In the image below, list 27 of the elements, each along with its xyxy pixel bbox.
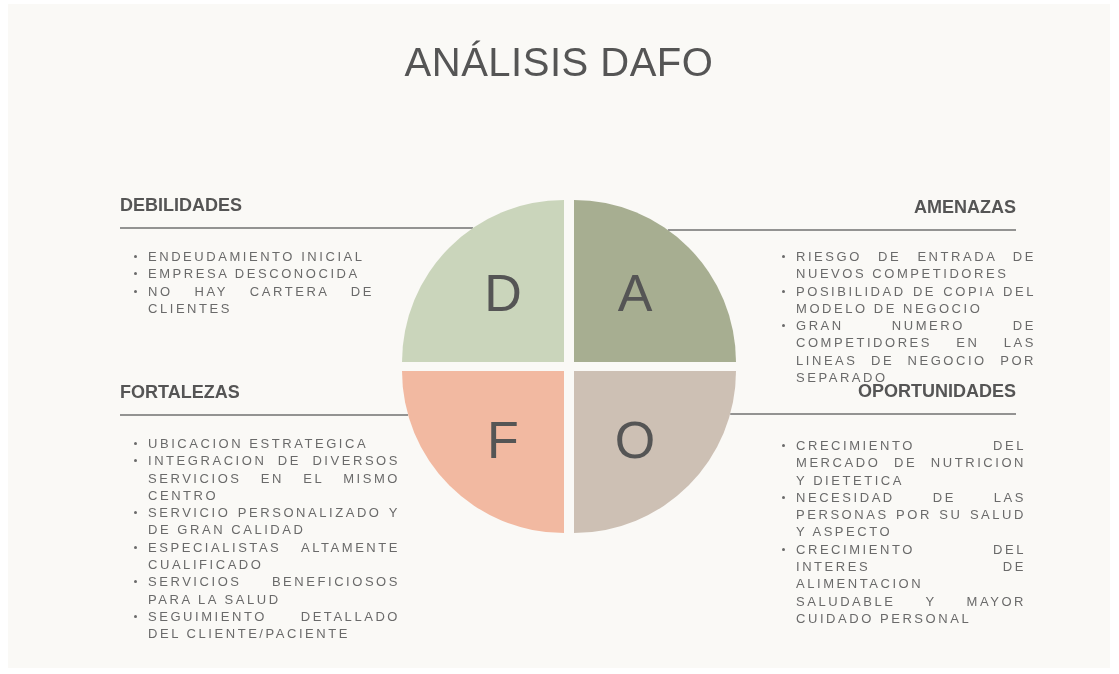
title: ANÁLISIS DAFO: [403, 40, 715, 85]
quadrant-letter: O: [614, 414, 656, 466]
section-heading: AMENAZAS: [914, 196, 1016, 218]
bullet-item: INTEGRACION DE DIVERSOS SERVICIOS EN EL MISMO CENTRO: [148, 452, 400, 505]
section-heading: DEBILIDADES: [120, 194, 242, 216]
quadrant-letter: D: [484, 267, 522, 319]
bullet-item: EMPRESA DESCONOCIDA: [148, 265, 361, 283]
bullet-item: ENDEUDAMIENTO INICIAL: [148, 248, 366, 266]
bullet-item: POSIBILIDAD DE COPIA DEL MODELO DE NEGOCIO: [796, 282, 1036, 318]
bullet-item: SERVICIO PERSONALIZADO Y DE GRAN CALIDAD: [148, 504, 400, 539]
section-heading: FORTALEZAS: [120, 381, 240, 403]
bullet-item: SEGUIMIENTO DETALLADO DEL CLIENTE/PACIENTE: [148, 607, 400, 643]
bullet-item: CRECIMIENTO DEL INTERES DE ALIMENTACION SALUDABLE Y MAYOR CUIDADO PERSONAL: [796, 540, 1026, 628]
bullet-item: CRECIMIENTO DEL MERCADO DE NUTRICION Y DIETETICA: [796, 437, 1026, 489]
bullet-item: UBICACION ESTRATEGICA: [148, 435, 370, 453]
bullet-item: NECESIDAD DE LAS PERSONAS POR SU SALUD Y ASPECTO: [796, 488, 1026, 541]
quadrant-letter: F: [487, 414, 519, 466]
quadrant-letter: A: [617, 267, 653, 319]
bullet-item: NO HAY CARTERA DE CLIENTES: [148, 282, 374, 318]
bullet-item: SERVICIOS BENEFICIOSOS PARA LA SALUD: [148, 573, 400, 608]
connector-line: [667, 229, 1017, 231]
connector-line: [119, 227, 474, 229]
connector-line: [119, 414, 409, 416]
connector-line: [729, 413, 1017, 415]
bullet-item: ESPECIALISTAS ALTAMENTE CUALIFICADO: [148, 538, 400, 574]
section-heading: OPORTUNIDADES: [858, 381, 1016, 402]
bullet-item: RIESGO DE ENTRADA DE NUEVOS COMPETIDORES: [796, 248, 1036, 283]
